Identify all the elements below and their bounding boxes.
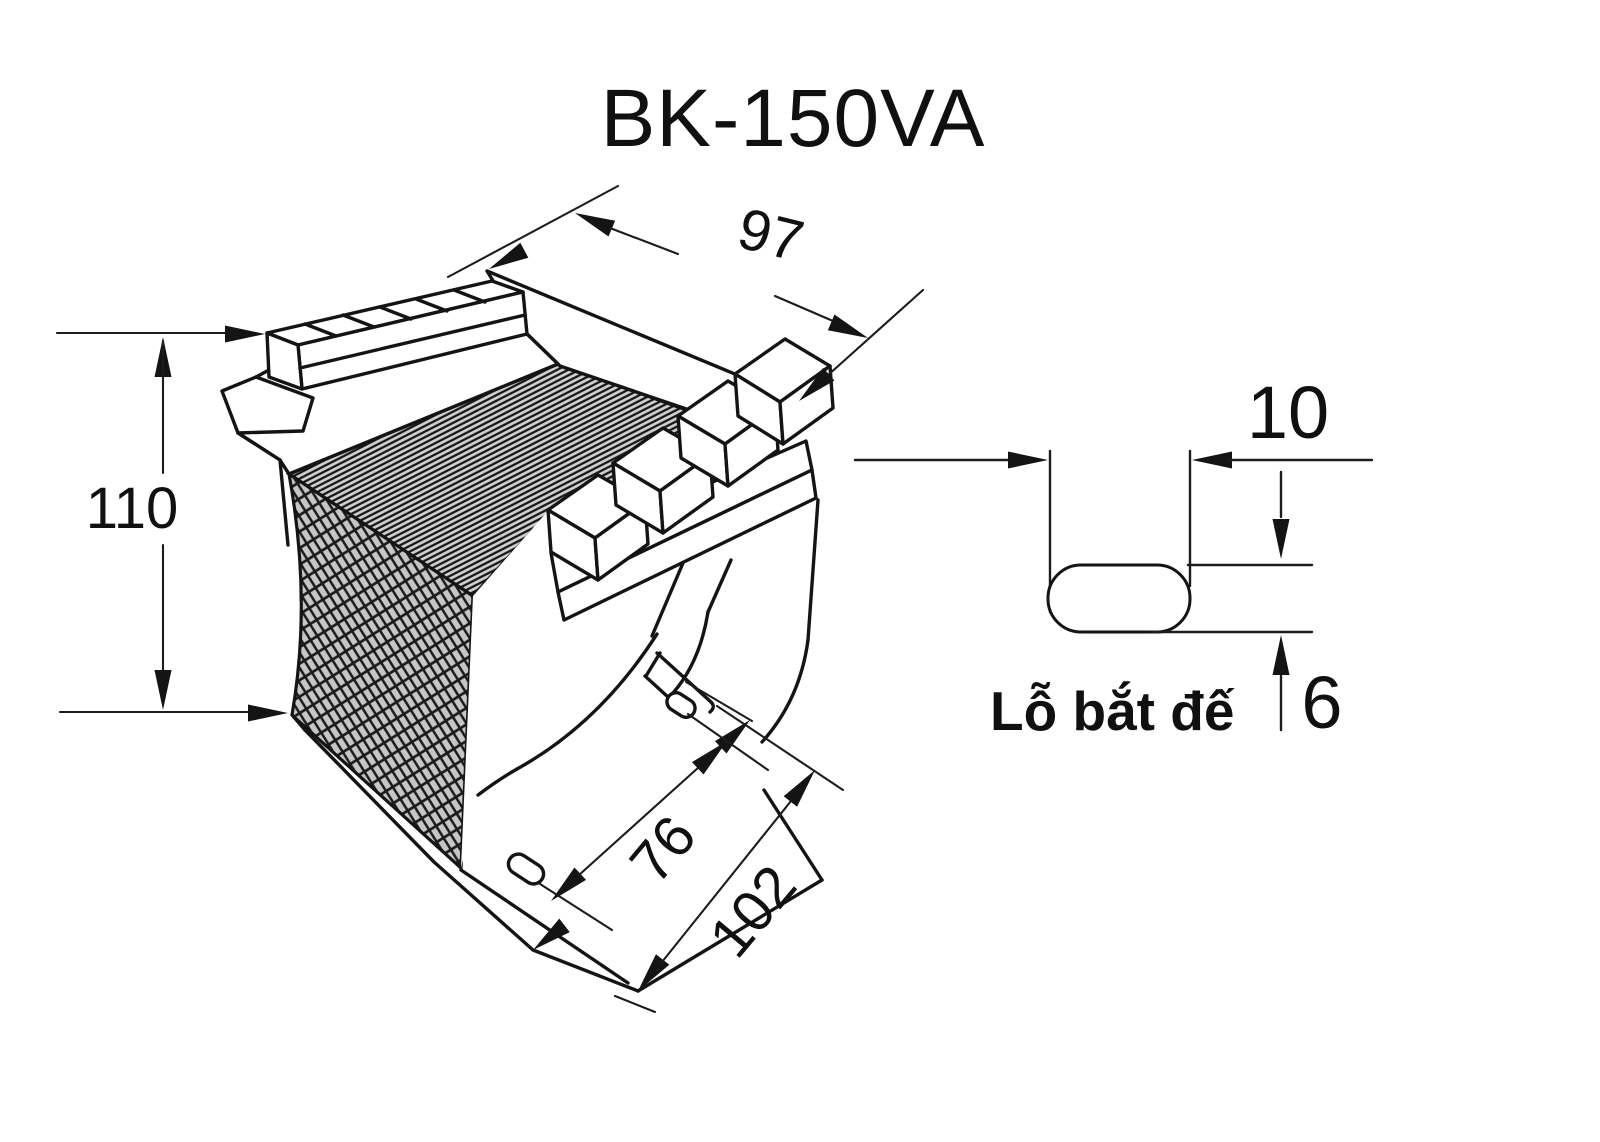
dim-slot-width-label: 10: [1247, 371, 1329, 454]
dimension-97-depth: 97: [446, 184, 925, 408]
base-plate: [291, 691, 824, 993]
arrowhead-icon: [1272, 519, 1290, 559]
arrowhead-icon: [225, 325, 265, 343]
arrowhead-icon: [1272, 635, 1290, 675]
arrowhead-icon: [154, 670, 172, 710]
base-slot-hole-rear: [665, 691, 697, 719]
dim-base-length-label: 102: [697, 854, 809, 970]
dim-height-label: 110: [86, 476, 178, 541]
arrowhead-icon: [1192, 451, 1232, 469]
dim-depth-label: 97: [732, 196, 810, 275]
mounting-hole-detail-view: 10 6 Lỗ bắt đế: [853, 371, 1374, 744]
dim-slot-height-label: 6: [1301, 661, 1342, 744]
dim-slot-spacing-label: 76: [617, 804, 708, 895]
isometric-transformer-view: [220, 269, 835, 993]
bobbin-detail-lines: [476, 498, 820, 797]
base-slot-hole: [506, 852, 546, 886]
arrowhead-icon: [571, 205, 616, 237]
drawing-title: BK-150VA: [601, 73, 986, 164]
left-terminal-block: [265, 279, 529, 391]
dimension-110-height: 110: [55, 325, 288, 722]
arrowhead-icon: [248, 704, 288, 722]
right-terminal-cubes: [546, 337, 835, 582]
detail-slot-hole: [1046, 563, 1192, 634]
detail-view-label: Lỗ bắt đế: [990, 680, 1235, 742]
arrowhead-icon: [1008, 451, 1048, 469]
